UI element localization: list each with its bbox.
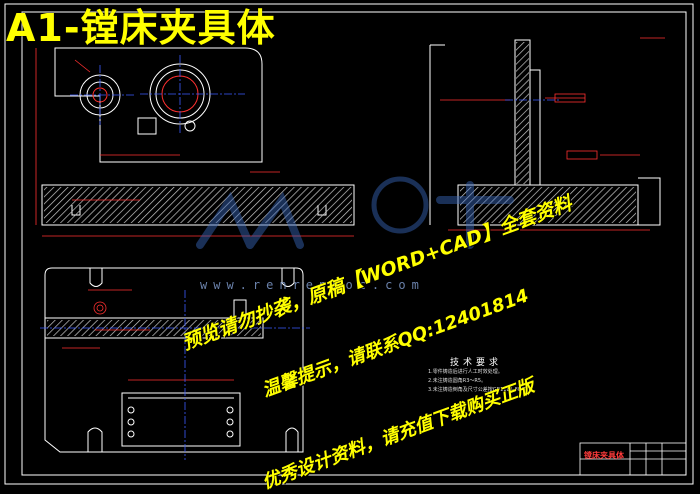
tech-requirement-1: 1.零件铸造后进行人工时效处理。 <box>428 369 503 375</box>
title-block <box>579 442 687 476</box>
top-centerlines <box>40 290 310 460</box>
drawing-border <box>21 11 687 476</box>
top-view <box>44 267 304 453</box>
front-base-hatch <box>44 187 352 223</box>
watermark-logo <box>196 176 514 249</box>
side-view <box>429 39 661 226</box>
tech-requirement-2: 2.未注铸造圆角R3～R5。 <box>428 378 487 384</box>
title-block-name: 镗床夹具体 <box>584 451 624 460</box>
tech-requirement-3: 3.未注铸造倒角及尺寸公差按GB1184-80标准。 <box>428 387 536 393</box>
front-centerlines <box>70 55 245 135</box>
top-dims <box>62 289 234 381</box>
drawing-title: A1-镗床夹具体 <box>6 6 276 50</box>
tech-requirements-heading: 技术要求 <box>450 358 503 368</box>
watermark-site: www.renrendoc.com <box>200 278 425 292</box>
drawing-frame <box>4 3 694 485</box>
side-hatch <box>460 42 636 223</box>
front-dims <box>35 48 354 237</box>
side-dims <box>440 37 665 231</box>
